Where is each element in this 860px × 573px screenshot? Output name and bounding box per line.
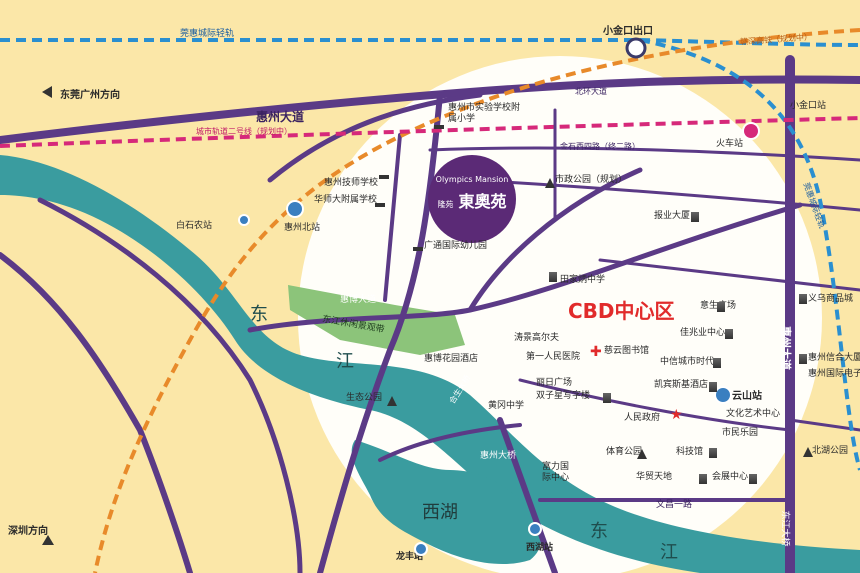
label-dongjiang-3: 东: [590, 521, 608, 542]
label-huanggang-school: 黄冈中学: [488, 401, 525, 411]
label-jiazhao: 佳兆业中心: [680, 328, 726, 338]
arrow-south-icon: [42, 535, 54, 545]
intercity-rail: [0, 38, 860, 47]
label-dongjiang-4: 江: [660, 542, 678, 563]
building-icon-9: [746, 468, 757, 487]
project-name: 東奧苑: [458, 192, 507, 211]
label-ecology-park: 生态公园: [346, 393, 383, 403]
label-shizheng-park: 市政公园（规划）: [555, 175, 628, 185]
label-xihu-station: 西湖站: [526, 543, 554, 553]
building-icon-12: [546, 266, 557, 285]
label-twin-tower: 双子星写字楼: [536, 391, 591, 401]
label-huibo-road: 惠博大道: [340, 295, 377, 305]
label-citizen-park: 市民乐园: [722, 428, 759, 438]
yunshan-station-icon[interactable]: [714, 386, 732, 404]
label-lili-plaza: 丽日广场: [536, 378, 573, 388]
label-dongjiang-1: 东: [250, 304, 268, 325]
label-jinshi-road: 金石西四路（终二路）: [560, 142, 640, 151]
building-icon-4: [710, 352, 721, 371]
school-icon-4: [410, 238, 423, 257]
label-huashi-school: 华师大附属学校: [314, 195, 378, 205]
xihu-lake: [351, 440, 541, 565]
label-north-lake: 北湖公园: [812, 446, 849, 456]
building-icon-5: [706, 376, 717, 395]
label-baishi-station: 白石农站: [176, 221, 213, 231]
building-icon-8: [696, 468, 707, 487]
govt-star-icon: ★: [670, 407, 683, 423]
label-taojing-golf: 涛景高尔夫: [514, 333, 560, 343]
hospital-cross-icon: ✚: [590, 344, 602, 360]
label-keji-hall: 科技馆: [676, 447, 704, 457]
xiaojin-exit-marker: [625, 37, 647, 59]
label-baoye: 报业大厦: [654, 211, 691, 221]
north-station-icon[interactable]: [286, 200, 304, 218]
building-icon-6: [600, 387, 611, 406]
label-shenzhen-dir: 深圳方向: [8, 526, 48, 537]
label-huamao: 华贸天地: [636, 472, 673, 482]
label-zhongxin: 中信城市时代: [660, 357, 715, 367]
label-north-ring: 北环大道: [575, 87, 607, 96]
label-huizhou-north-station: 惠州北站: [284, 223, 321, 233]
label-xihu: 西湖: [422, 502, 458, 523]
label-fuli-intl: 富力国际中心: [542, 462, 570, 483]
label-yunshan-station: 云山站: [732, 391, 762, 402]
school-icon-3: [372, 194, 385, 213]
building-icon-2: [714, 296, 725, 315]
label-kaibin-hotel: 凯宾斯基酒店: [654, 380, 709, 390]
highspeed-rail: [93, 28, 860, 573]
building-icon-10: [796, 348, 807, 367]
school-icon-2: [376, 166, 389, 185]
label-exp-school: 惠州市实验学校附属小学: [448, 103, 521, 124]
label-dongjiang-bridge: 东江大桥: [779, 510, 790, 547]
label-xiaojin-exit: 小金口出口: [603, 26, 653, 37]
metro-line2: [0, 116, 860, 148]
label-sports-park: 体育公园: [606, 447, 643, 457]
building-icon-1: [688, 206, 699, 225]
tree-icon-4: [800, 441, 813, 460]
label-jishi-school: 惠州技师学校: [324, 178, 379, 188]
label-huizhou-avenue-right: 惠州大道: [779, 326, 792, 370]
label-intl-electric: 惠州国际电子城: [808, 369, 860, 379]
label-xiaojinkou-station: 小金口站: [790, 101, 827, 111]
baishi-station-icon[interactable]: [238, 214, 250, 226]
label-wenchang-road: 文昌一路: [656, 500, 693, 510]
label-yiwu-market: 义乌商品城: [808, 294, 854, 304]
label-culture-center: 文化艺术中心: [726, 409, 781, 419]
project-brand: 隆苑: [437, 200, 454, 209]
building-icon-3: [722, 323, 733, 342]
label-train-station: 火车站: [716, 139, 744, 149]
tree-icon-2: [384, 390, 397, 409]
label-huizhou-bridge: 惠州大桥: [480, 451, 517, 461]
label-govt: 人民政府: [624, 413, 661, 423]
roads: [0, 55, 860, 573]
label-longfeng-station: 龙丰站: [396, 552, 424, 562]
building-icon-7: [706, 442, 717, 461]
xihu-station-icon[interactable]: [528, 522, 542, 536]
arrow-west-icon: [42, 86, 52, 98]
label-xinyi-tower: 惠州信合大厦: [808, 353, 860, 363]
label-dongguan-rail: 莞惠城际轻轨: [180, 29, 235, 39]
label-first-hospital: 第一人民医院: [526, 352, 581, 362]
label-ciyun-library: 慈云图书馆: [604, 346, 650, 356]
label-guangtong-kinder: 广通国际幼儿园: [424, 241, 488, 251]
school-icon-1: [431, 116, 444, 135]
label-metro-line2: 城市轨道二号线（规划中）: [196, 127, 292, 136]
label-convention: 会展中心: [712, 472, 749, 482]
label-dongjiang-2: 江: [336, 351, 354, 372]
label-huizhou-avenue-top: 惠州大道: [256, 110, 305, 124]
label-huibo-hotel: 惠博花园酒店: [424, 354, 479, 364]
project-logo[interactable]: Olympics Mansion 隆苑 東奧苑: [428, 155, 516, 243]
train-station-icon[interactable]: [742, 122, 760, 140]
dongjiang-river: [0, 155, 860, 573]
label-tianjia-school: 田家炳中学: [560, 275, 606, 285]
label-dongguan-dir: 东莞广州方向: [60, 90, 120, 101]
building-icon-11: [796, 288, 807, 307]
tree-icon-1: [542, 172, 555, 191]
longfeng-station-icon[interactable]: [414, 542, 428, 556]
tree-icon-3: [634, 443, 647, 462]
project-script: Olympics Mansion: [435, 175, 509, 184]
label-cbd: CBD中心区: [568, 299, 675, 323]
